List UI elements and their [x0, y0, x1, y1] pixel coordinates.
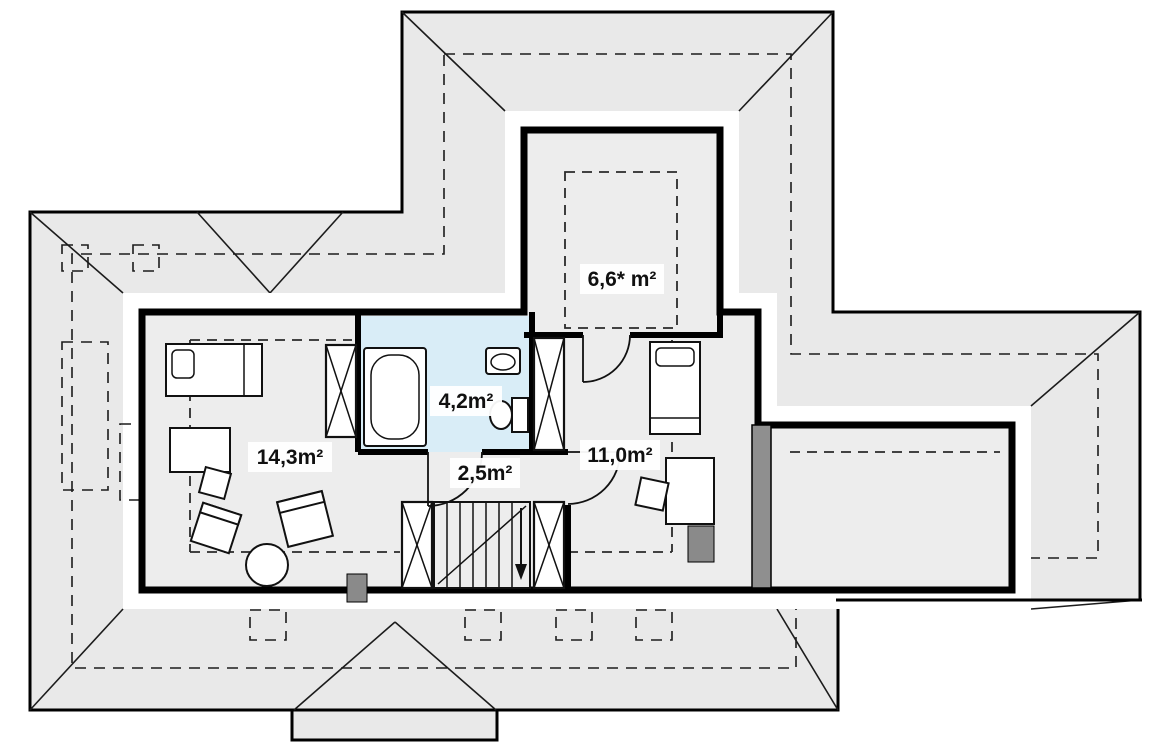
- porch-gable-right: [394, 621, 497, 711]
- room-area-label: 6,6* m²: [588, 268, 657, 291]
- staircase: [433, 501, 531, 589]
- bathtub: [363, 347, 427, 447]
- desk-left: [169, 427, 233, 501]
- toilet-tank: [511, 397, 529, 433]
- shaft-box: [532, 500, 566, 590]
- shaft-x: [325, 344, 357, 438]
- shaft-box: [324, 343, 358, 439]
- bathtub-outline: [363, 347, 427, 447]
- coffee-table: [245, 543, 289, 587]
- outer-walls: [138, 126, 1016, 594]
- skylight-dashed: [61, 341, 109, 491]
- shaft-x: [533, 337, 565, 451]
- cold-wall-band: [751, 424, 772, 589]
- bed-pillow: [171, 349, 195, 379]
- room-area-label: 4,2m²: [439, 390, 494, 413]
- shaft-boxes: [324, 336, 566, 590]
- desk-outline: [169, 427, 231, 473]
- gable-left-b: [269, 211, 344, 294]
- skylight-dashed: [61, 244, 89, 272]
- hip-bottom-right: [776, 608, 839, 711]
- room-area-label: 2,5m²: [458, 462, 513, 485]
- skylight-dashed: [635, 609, 673, 641]
- hip-bottom-left: [29, 608, 124, 711]
- label-bg: [430, 386, 502, 416]
- room-labels: 14,3m² 4,2m² 2,5m² 11,0m² 6,6* m²: [248, 264, 664, 488]
- armchair-2: [275, 489, 335, 549]
- armchair-1: [189, 501, 243, 555]
- label-bg: [450, 458, 520, 488]
- building: [138, 126, 1016, 603]
- washbasin: [485, 347, 521, 375]
- doors: [427, 334, 631, 507]
- hip-wing-right-a: [1030, 311, 1141, 407]
- bed-outline: [165, 343, 263, 397]
- chimney-block: [687, 525, 715, 563]
- room-label-hallway: 2,5m²: [450, 458, 520, 488]
- desk-outline: [665, 457, 715, 525]
- label-bg: [580, 440, 660, 470]
- label-bg: [580, 264, 664, 294]
- room-label-left: 14,3m²: [248, 442, 332, 472]
- chimney-block: [346, 573, 368, 603]
- partition-walls: [355, 312, 723, 590]
- desk-right: [634, 457, 715, 525]
- stair-break-line: [437, 505, 527, 585]
- bed-left: [165, 343, 263, 397]
- skylight-dashed: [249, 609, 287, 641]
- skylight-dashed: [555, 609, 593, 641]
- bathtub-inner: [370, 354, 420, 440]
- porch-gable-left: [293, 621, 396, 711]
- room-area-label: 11,0m²: [587, 444, 652, 467]
- room-label-right: 11,0m²: [580, 440, 660, 470]
- room-label-top: 6,6* m²: [580, 264, 664, 294]
- hip-wing-top-left: [401, 11, 506, 112]
- bed-outline: [649, 341, 701, 435]
- bed-right: [649, 341, 701, 435]
- washbasin-bowl: [490, 353, 516, 371]
- shaft-x: [401, 501, 433, 589]
- door-swing-arc: [582, 334, 631, 383]
- label-bg: [248, 442, 332, 472]
- chair: [634, 476, 670, 512]
- armchair-back: [198, 501, 243, 526]
- hip-top-left: [29, 211, 124, 294]
- shaft-x: [533, 501, 565, 589]
- room-area-label: 14,3m²: [257, 446, 324, 469]
- armchair-back: [275, 489, 326, 515]
- shaft-box: [400, 500, 434, 590]
- chair: [197, 465, 233, 501]
- hip-wing-top-right: [738, 11, 834, 112]
- skylight-dashed: [464, 609, 502, 641]
- knee-line: [564, 171, 678, 329]
- shaft-box: [532, 336, 566, 452]
- bed-pillow: [655, 347, 695, 367]
- gable-left-a: [196, 211, 271, 294]
- door-room-top: [582, 334, 631, 383]
- room-label-bathroom: 4,2m²: [430, 386, 502, 416]
- stair-direction-arrow: [515, 564, 527, 580]
- skylight-dashed: [132, 244, 160, 272]
- eaves-dashed-line: [71, 53, 1099, 669]
- porch-roof: [290, 708, 499, 742]
